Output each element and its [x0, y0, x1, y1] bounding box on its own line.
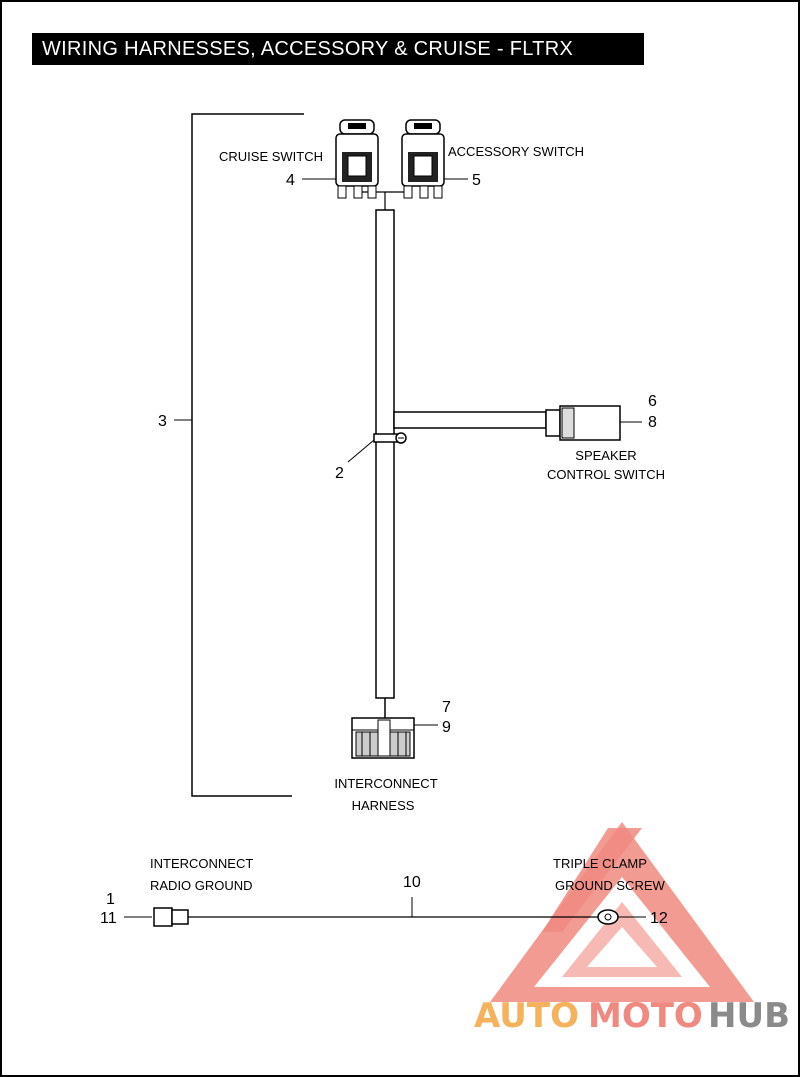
watermark-text: AUTO MOTO HUB	[474, 996, 790, 1036]
callout-3: 3	[158, 413, 167, 430]
watermark-part-auto: AUTO	[474, 996, 579, 1036]
main-harness-trunk	[357, 191, 412, 718]
callout-2: 2	[335, 465, 344, 482]
watermark-part-hub: HUB	[708, 996, 790, 1036]
callout-11: 11	[100, 910, 117, 927]
radio-ground-label-line2: RADIO GROUND	[150, 878, 253, 893]
radio-ground-wire	[153, 907, 619, 927]
radio-ground-label-line1: INTERCONNECT	[150, 856, 253, 871]
interconnect-label-line1: INTERCONNECT	[334, 776, 437, 791]
accessory-switch-label: ACCESSORY SWITCH	[448, 144, 584, 159]
accessory-switch	[401, 119, 445, 199]
speaker-branch	[393, 405, 621, 441]
interconnect-connector	[351, 717, 415, 759]
interconnect-label-line2: HARNESS	[352, 798, 415, 813]
leader-lines	[124, 178, 646, 918]
speaker-label-line2: CONTROL SWITCH	[547, 467, 665, 482]
callout-7: 7	[442, 699, 451, 716]
watermark-logo	[490, 822, 754, 1002]
cruise-switch	[335, 119, 379, 199]
page-title: WIRING HARNESSES, ACCESSORY & CRUISE - F…	[32, 33, 644, 65]
callout-10: 10	[403, 874, 421, 891]
triple-clamp-label-line2: GROUND SCREW	[555, 878, 666, 893]
speaker-label-line1: SPEAKER	[575, 448, 636, 463]
cable-clip	[373, 432, 407, 444]
callout-1: 1	[106, 891, 115, 908]
callout-12: 12	[650, 910, 668, 927]
watermark-part-moto: MOTO	[588, 996, 703, 1036]
callout-5: 5	[472, 172, 481, 189]
harness-bracket	[174, 113, 304, 797]
cruise-switch-label: CRUISE SWITCH	[219, 149, 323, 164]
callout-4: 4	[286, 172, 295, 189]
callout-9: 9	[442, 719, 451, 736]
callout-8: 8	[648, 414, 657, 431]
triple-clamp-label-line1: TRIPLE CLAMP	[553, 856, 647, 871]
callout-6: 6	[648, 393, 657, 410]
